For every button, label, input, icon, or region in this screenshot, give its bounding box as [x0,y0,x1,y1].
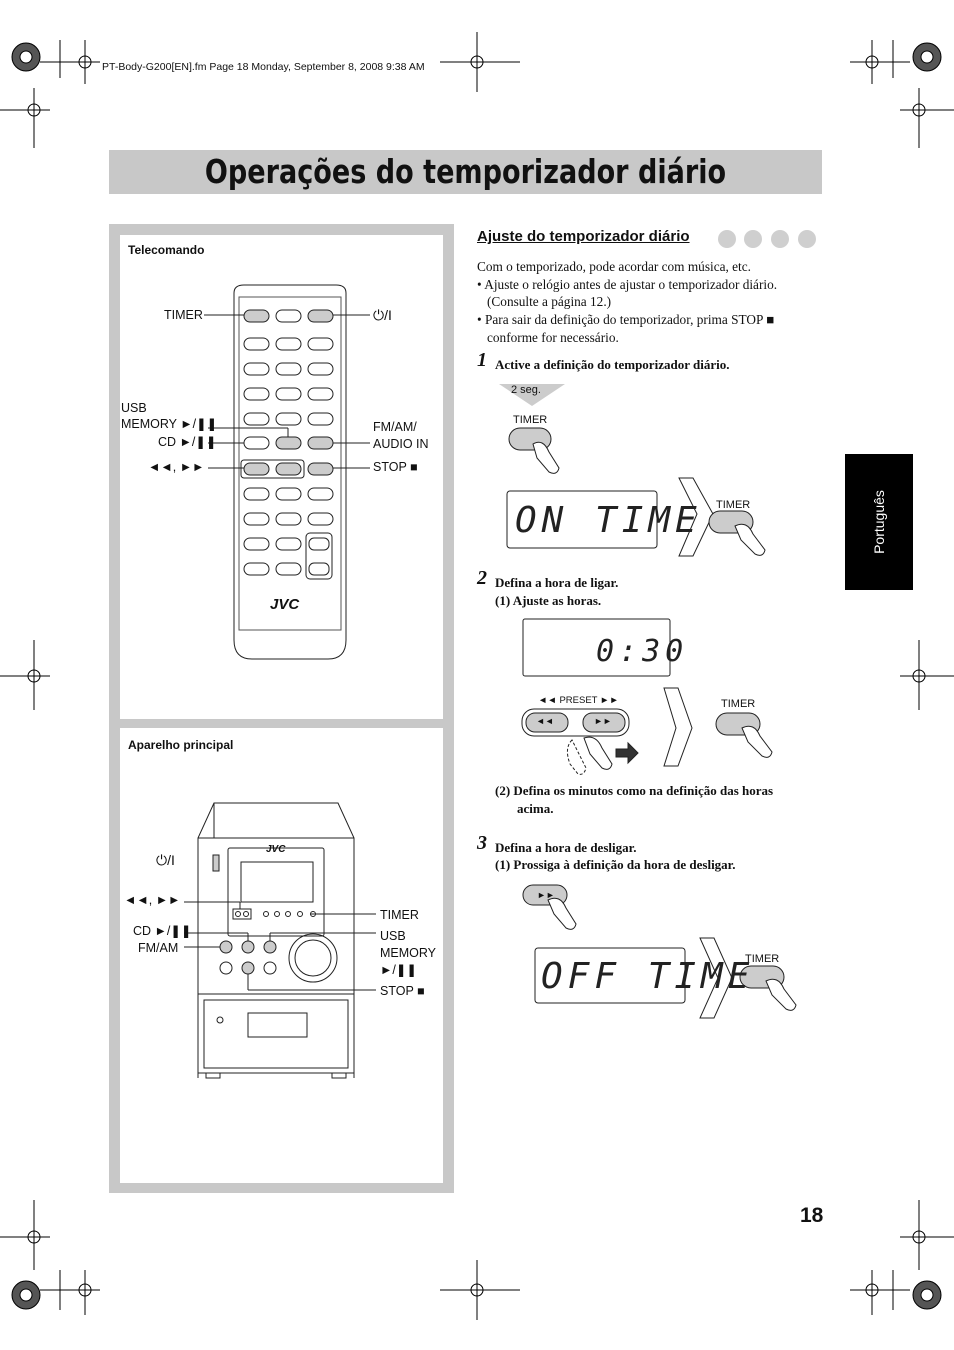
step-2-sub1: (1) Ajuste as horas. [495,593,602,608]
main-stop-label: STOP ■ [380,984,425,998]
remote-fmam-label: FM/AM/ [373,420,417,434]
title-dot [798,230,816,248]
display-on-time: ON TIME [515,500,702,541]
main-usb-label: USB [380,929,406,943]
main-timer-label: TIMER [380,908,419,922]
bullet-clock: • Ajuste o relógio antes de ajustar o te… [477,277,778,292]
timer-button-label: TIMER [745,953,780,965]
prev-button-glyph: ◄◄ [536,716,554,726]
remote-usb-label: USB [121,401,147,415]
display-off-time: OFF TIME [541,956,755,997]
hold-duration: 2 seg. [511,384,541,396]
timer-button-label: TIMER [513,414,548,426]
main-fmam-label: FM/AM [138,941,179,955]
main-unit-heading: Aparelho principal [128,738,234,752]
main-unit-drawing [184,802,376,1079]
title-dot [771,230,789,248]
step-2-number: 2 [477,567,487,589]
remote-audioin-label: AUDIO IN [373,437,429,451]
step-1-number: 1 [477,349,487,371]
preset-label: ◄◄ PRESET ►► [538,695,619,706]
main-power-label: ⏻/I [156,852,175,868]
remote-brand: JVC [270,596,300,613]
remote-memory-label: MEMORY ►/❚❚ [121,417,218,431]
step-2-illustration [521,618,773,775]
file-header: PT-Body-G200[EN].fm Page 18 Monday, Sept… [102,61,425,73]
step-2-sub2-cont: acima. [517,801,554,816]
step-3-number: 3 [477,832,487,854]
next-button-glyph: ►► [594,716,612,726]
step-1-text: Active a definição do temporizador diári… [495,357,730,372]
step-3-text: Defina a hora de desligar. [495,840,637,855]
intro-text: Com o temporizado, pode acordar com músi… [477,259,751,274]
bullet-exit: • Para sair da definição do temporizador… [477,312,775,327]
bullet-exit-cont: conforme for necessário. [487,330,619,345]
main-unit-panel: Aparelho principal [120,728,443,1183]
timer-button-label: TIMER [721,698,756,710]
language-tab: Português [845,454,913,590]
step-2-sub2: (2) Defina os minutos como na definição … [495,783,774,798]
title-dot [718,230,736,248]
title-bar: Operações do temporizador diário [109,150,822,194]
section-title: Ajuste do temporizador diário [477,228,690,245]
remote-stop-label: STOP ■ [373,460,418,474]
remote-timer-label: TIMER [164,308,203,322]
remote-power-label: ⏻/I [373,307,392,323]
page-title: Operações do temporizador diário [204,152,727,191]
main-skip-label: ◄◄, ►► [124,893,181,907]
step-1-illustration [499,384,766,557]
remote-drawing [204,284,370,660]
step-3-illustration [522,884,797,1019]
step-3-sub1: (1) Prossiga à definição da hora de desl… [495,857,736,872]
illustration-frame: Telecomando [109,224,454,1193]
display-hour: 0:30 [596,634,689,669]
skip-button-glyph: ►► [537,890,555,900]
main-unit-brand: JVC [266,844,286,855]
remote-cd-label: CD ►/❚❚ [158,435,217,449]
remote-panel: Telecomando [120,235,443,719]
main-memory-label: MEMORY [380,946,437,960]
bullet-clock-ref: (Consulte a página 12.) [487,294,612,309]
remote-skip-label: ◄◄, ►► [148,460,205,474]
main-cd-label: CD ►/❚❚ [133,924,192,938]
timer-button-label: TIMER [716,499,751,511]
main-playpause-label: ►/❚❚ [380,963,417,977]
title-dot [744,230,762,248]
language-label: Português [870,490,887,554]
page-number: 18 [800,1204,824,1227]
step-2-text: Defina a hora de ligar. [495,575,619,590]
remote-heading: Telecomando [128,243,205,257]
